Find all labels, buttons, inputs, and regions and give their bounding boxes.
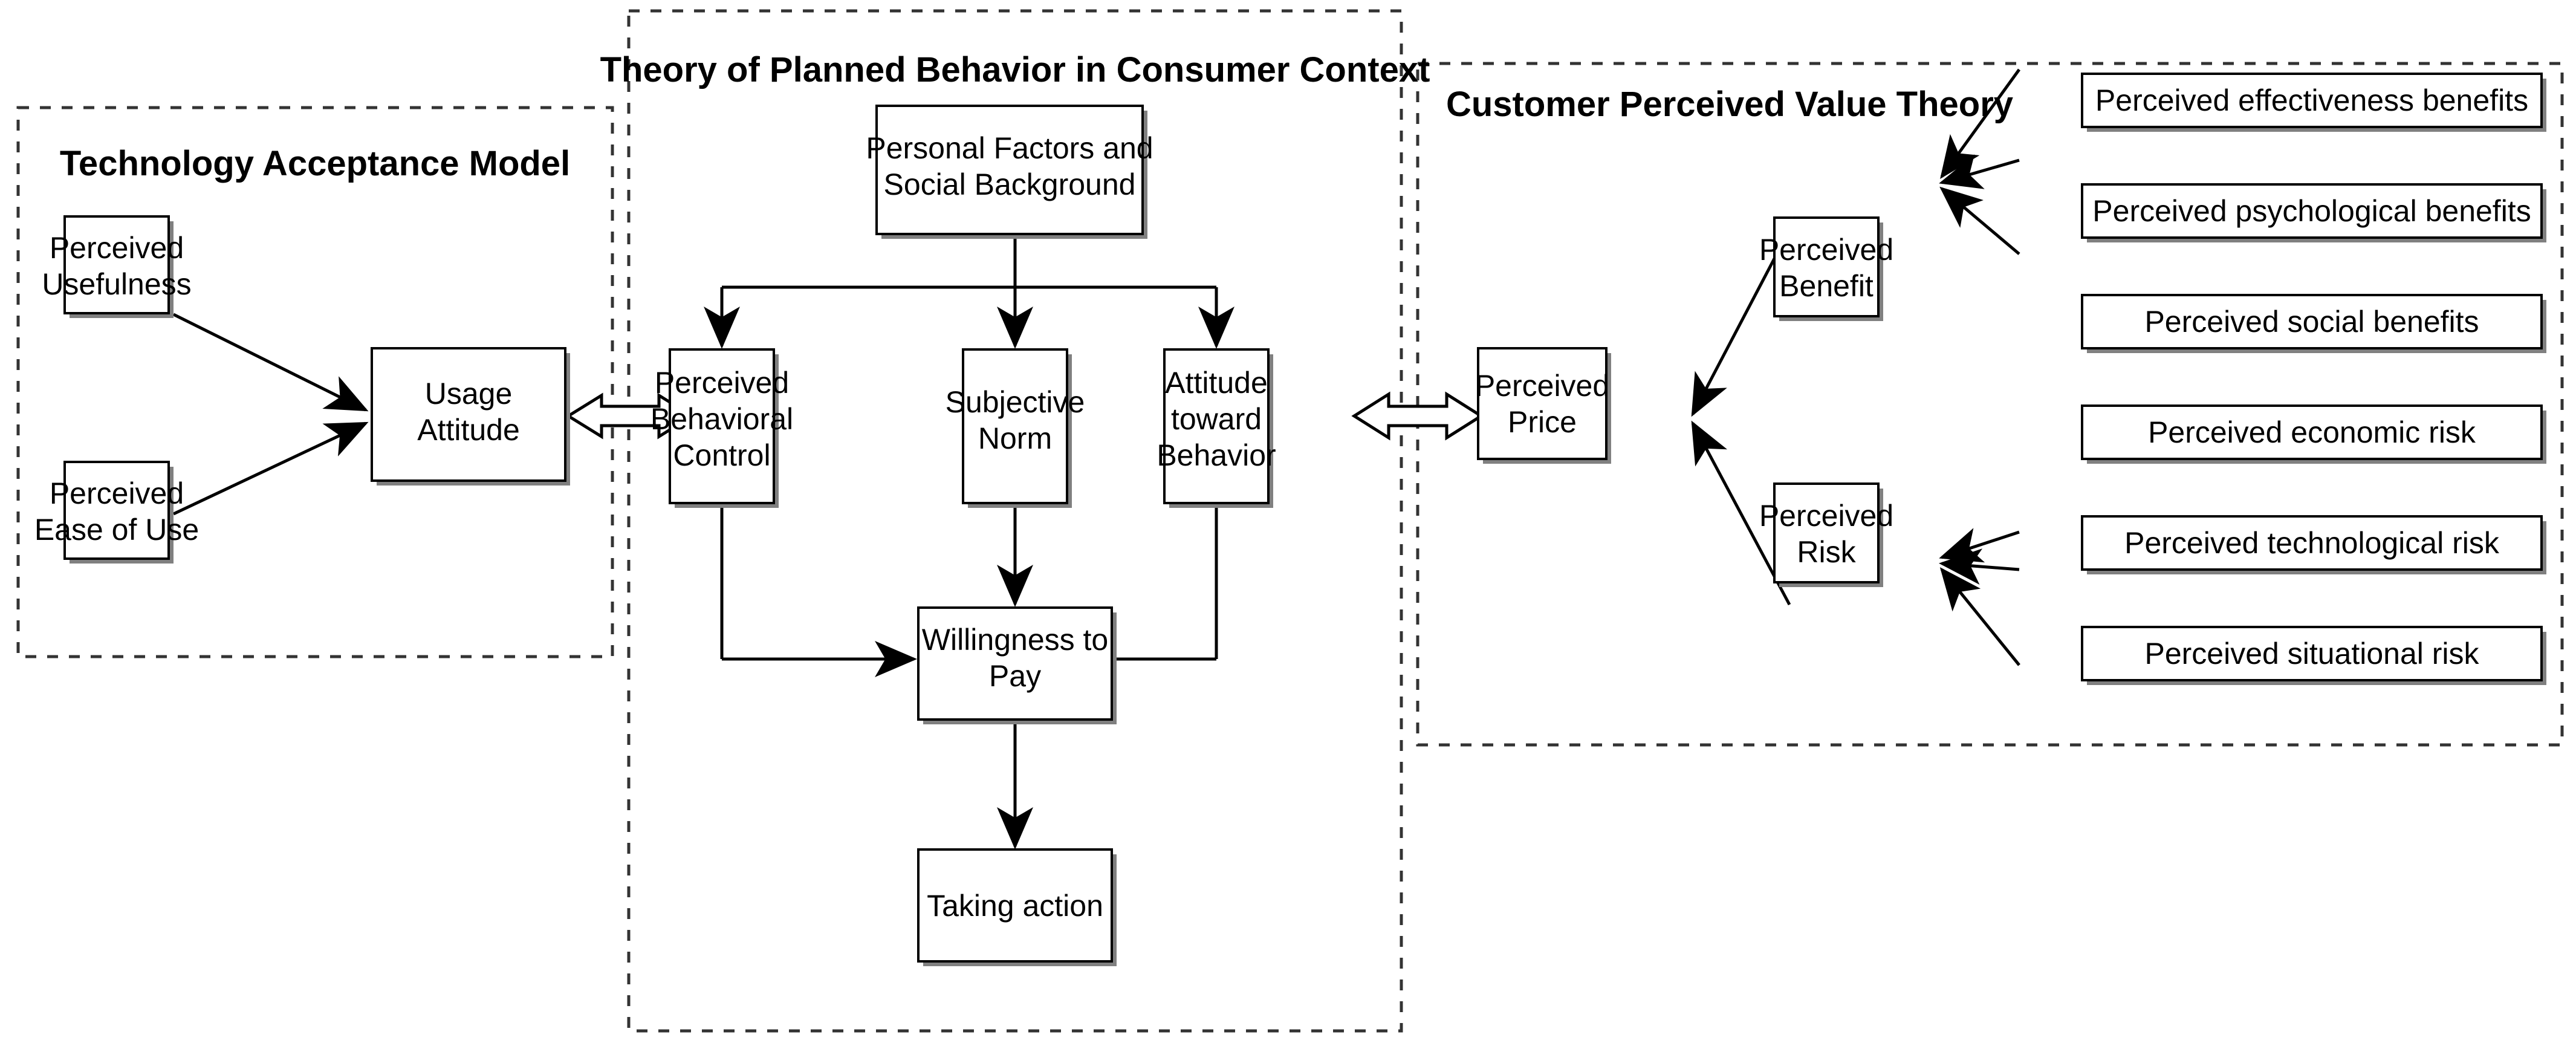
group-box-tam (16, 106, 614, 658)
node-label: Perceived situational risk (2144, 637, 2479, 671)
node-label: Perceived effectiveness benefits (2095, 83, 2528, 117)
node-perceived-behavioral-control: Perceived Behavioral Control (650, 348, 793, 508)
group-title-cpv: Customer Perceived Value Theory (1446, 85, 2013, 124)
node-label: Norm (978, 421, 1052, 455)
node-label: Perceived technological risk (2124, 526, 2500, 560)
edge-ease-to-usage (172, 421, 369, 516)
node-perceived-usefulness: Perceived Usefulness (42, 215, 192, 318)
node-label: Perceived (1475, 369, 1609, 403)
node-label: Attitude (417, 413, 520, 447)
node-label: Perceived economic risk (2148, 415, 2476, 449)
node-perceived-technological-risk: Perceived technological risk (2081, 515, 2546, 574)
edge-risk1-to-risk (1939, 528, 2020, 563)
node-label: Pay (989, 659, 1041, 693)
node-label: Social Background (884, 167, 1136, 201)
node-label: Ease of Use (34, 513, 199, 547)
node-taking-action: Taking action (917, 848, 1117, 966)
node-label: Risk (1797, 535, 1856, 569)
edge-usefulness-to-usage (172, 313, 369, 412)
node-perceived-risk: Perceived Risk (1759, 482, 1893, 587)
node-personal-factors-social-background: Personal Factors and Social Background (866, 105, 1153, 239)
edge-risk2-to-risk (1939, 548, 2020, 585)
node-label: Price (1508, 405, 1577, 439)
node-perceived-ease-of-use: Perceived Ease of Use (34, 461, 199, 564)
node-label: Usefulness (42, 267, 191, 301)
node-usage-attitude: Usage Attitude (371, 347, 570, 486)
node-label: Taking action (927, 889, 1103, 923)
edge-benefit3-to-benefit (1939, 186, 2020, 255)
node-label: Behavioral (650, 402, 793, 436)
node-attitude-toward-behavior: Attitude toward Behavior (1157, 348, 1276, 508)
node-label: Perceived (1759, 499, 1893, 533)
node-label: Control (673, 438, 770, 472)
node-perceived-price: Perceived Price (1475, 347, 1611, 464)
node-perceived-situational-risk: Perceived situational risk (2081, 626, 2546, 685)
node-label: Perceived (50, 231, 184, 265)
node-perceived-psychological-benefits: Perceived psychological benefits (2081, 183, 2546, 242)
node-label: Perceived (50, 476, 184, 510)
node-label: Benefit (1779, 269, 1874, 303)
node-label: Behavior (1157, 438, 1276, 472)
node-subjective-norm: Subjective Norm (946, 348, 1085, 508)
node-label: Willingness to (922, 623, 1108, 657)
node-label: Usage (425, 377, 513, 411)
node-label: Perceived (655, 366, 789, 400)
node-perceived-social-benefits: Perceived social benefits (2081, 294, 2546, 353)
edge-benefit2-to-benefit (1939, 154, 2020, 189)
node-label: Personal Factors and (866, 131, 1153, 165)
node-perceived-economic-risk: Perceived economic risk (2081, 404, 2546, 464)
node-label: Subjective (946, 385, 1085, 419)
edge-risk3-to-risk (1939, 567, 2020, 666)
group-box-tpb (627, 9, 1403, 1033)
node-label: Attitude (1165, 366, 1268, 400)
group-title-tam: Technology Acceptance Model (60, 144, 570, 183)
node-label: toward (1171, 402, 1262, 436)
group-title-tpb: Theory of Planned Behavior in Consumer C… (600, 50, 1430, 89)
node-label: Perceived psychological benefits (2092, 194, 2531, 228)
node-label: Perceived social benefits (2144, 305, 2479, 339)
node-willingness-to-pay: Willingness to Pay (917, 606, 1117, 724)
node-perceived-benefit: Perceived Benefit (1759, 216, 1893, 321)
node-perceived-effectiveness-benefits: Perceived effectiveness benefits (2081, 73, 2546, 132)
node-label: Perceived (1759, 233, 1893, 267)
group-box-cpv (1416, 62, 2564, 747)
